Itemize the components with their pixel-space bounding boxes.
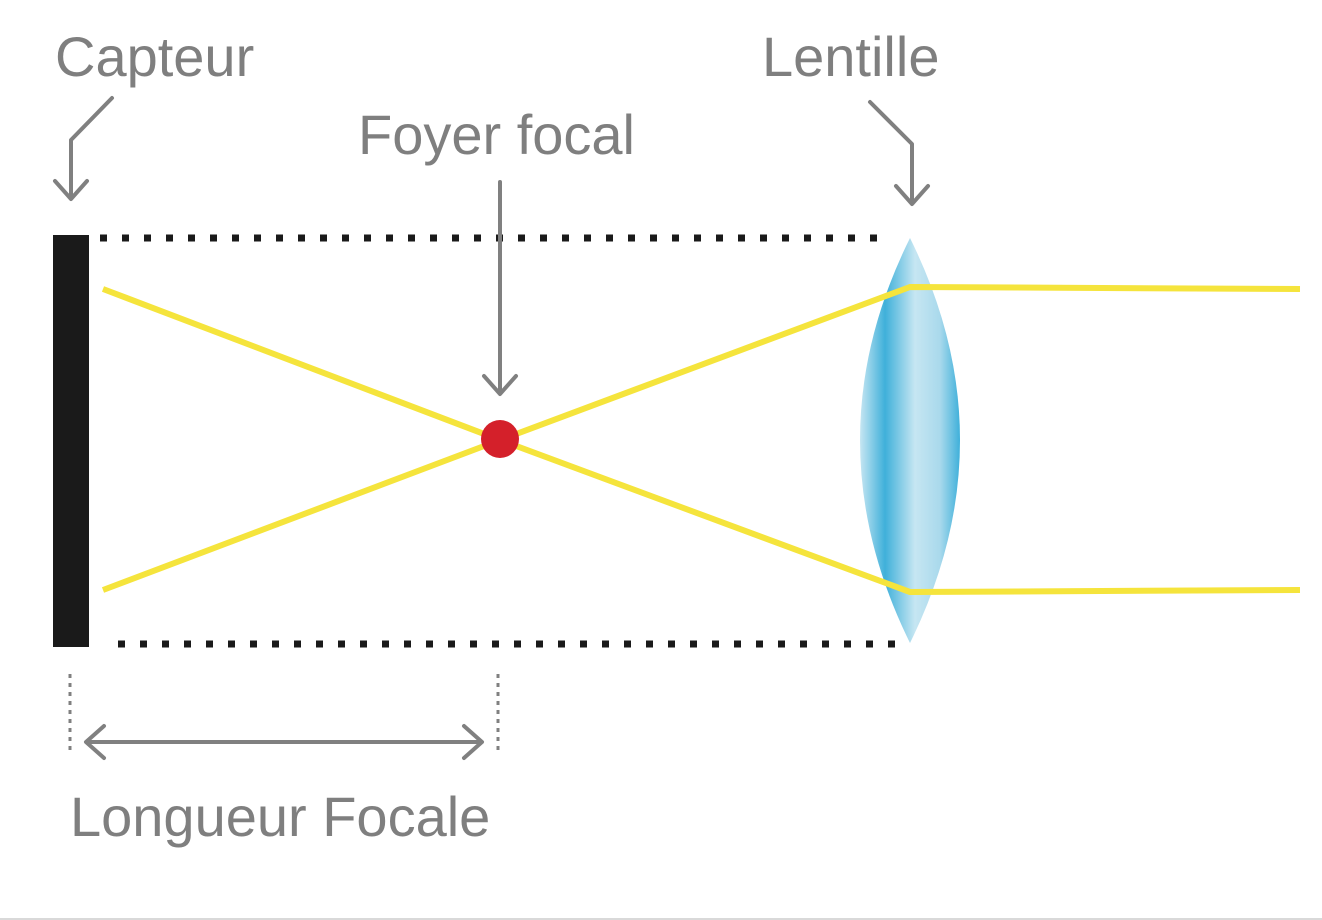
- focal-point-dot: [481, 420, 519, 458]
- light-ray-top: [101, 284, 1301, 593]
- light-ray-bottom: [101, 286, 1301, 595]
- sensor-bar: [53, 235, 89, 647]
- double-headed-arrow-icon: [84, 724, 484, 760]
- lens-shape: [860, 238, 960, 643]
- lens-label: Lentille: [762, 25, 939, 88]
- focal-point-label: Foyer focal: [358, 103, 635, 166]
- focal-length-label: Longueur Focale: [70, 785, 490, 848]
- sensor-label: Capteur: [55, 25, 254, 88]
- curved-arrow-down-icon: [868, 100, 930, 206]
- curved-arrow-down-icon: [53, 96, 114, 201]
- arrow-down-icon: [482, 180, 518, 396]
